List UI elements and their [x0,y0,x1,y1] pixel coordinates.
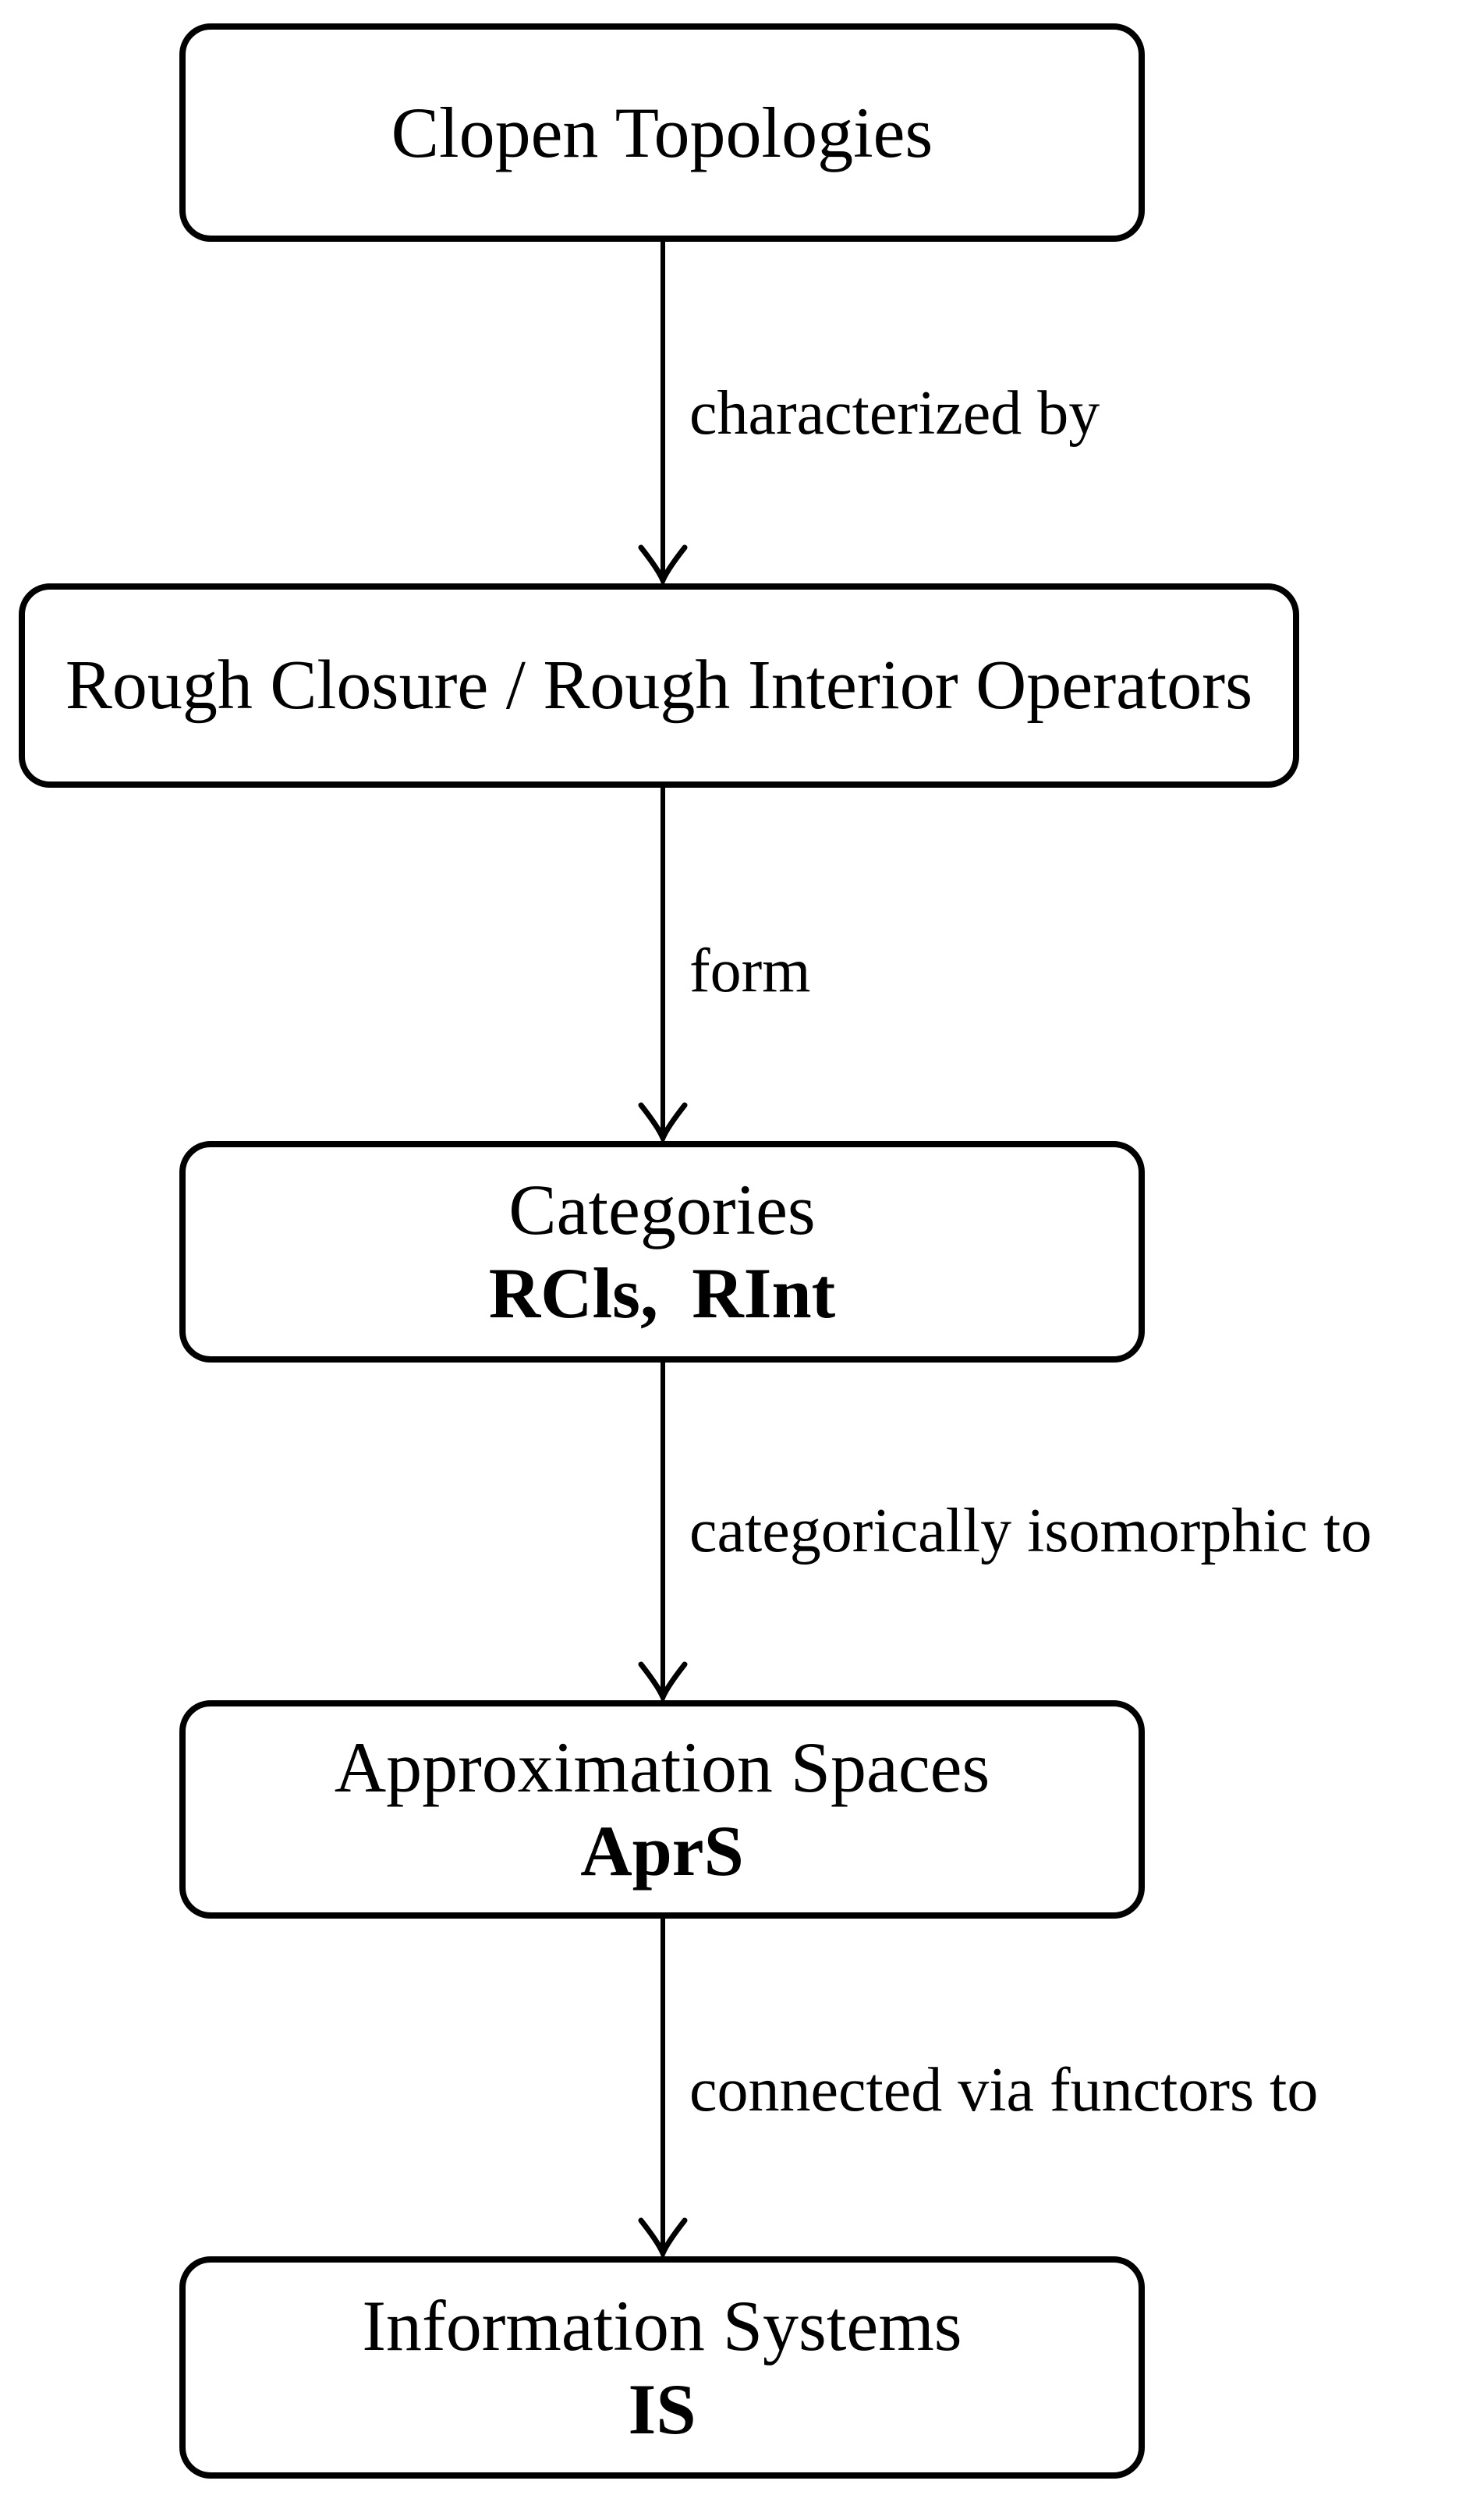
node-symbols: IS [628,2369,696,2449]
node-title: Clopen Topologies [391,92,933,172]
node-title: Information Systems [362,2285,962,2366]
node-information-systems-is: Information Systems IS [179,2256,1145,2479]
node-rough-closure-interior-operators: Rough Closure / Rough Interior Operators [19,583,1299,788]
node-title: Categories [508,1170,816,1250]
node-symbols: RCls, RInt [488,1253,836,1333]
node-approximation-spaces-aprs: Approximation Spaces AprS [179,1700,1145,1919]
node-clopen-topologies: Clopen Topologies [179,23,1145,242]
node-symbols: AprS [580,1811,744,1891]
edge-label-connected-via-functors-to: connected via functors to [689,2056,1319,2125]
down-arrow-icon [638,788,688,1141]
down-arrow-icon [638,242,688,583]
node-title: Approximation Spaces [334,1728,990,1808]
node-categories-rcls-rint: Categories RCls, RInt [179,1141,1145,1363]
node-title: Rough Closure / Rough Interior Operators [65,646,1253,724]
edge-label-categorically-isomorphic-to: categorically isomorphic to [689,1497,1372,1565]
down-arrow-icon [638,1919,688,2256]
down-arrow-icon [638,1363,688,1700]
edge-label-characterized-by: characterized by [689,379,1100,448]
edge-label-form: form [689,937,811,1005]
